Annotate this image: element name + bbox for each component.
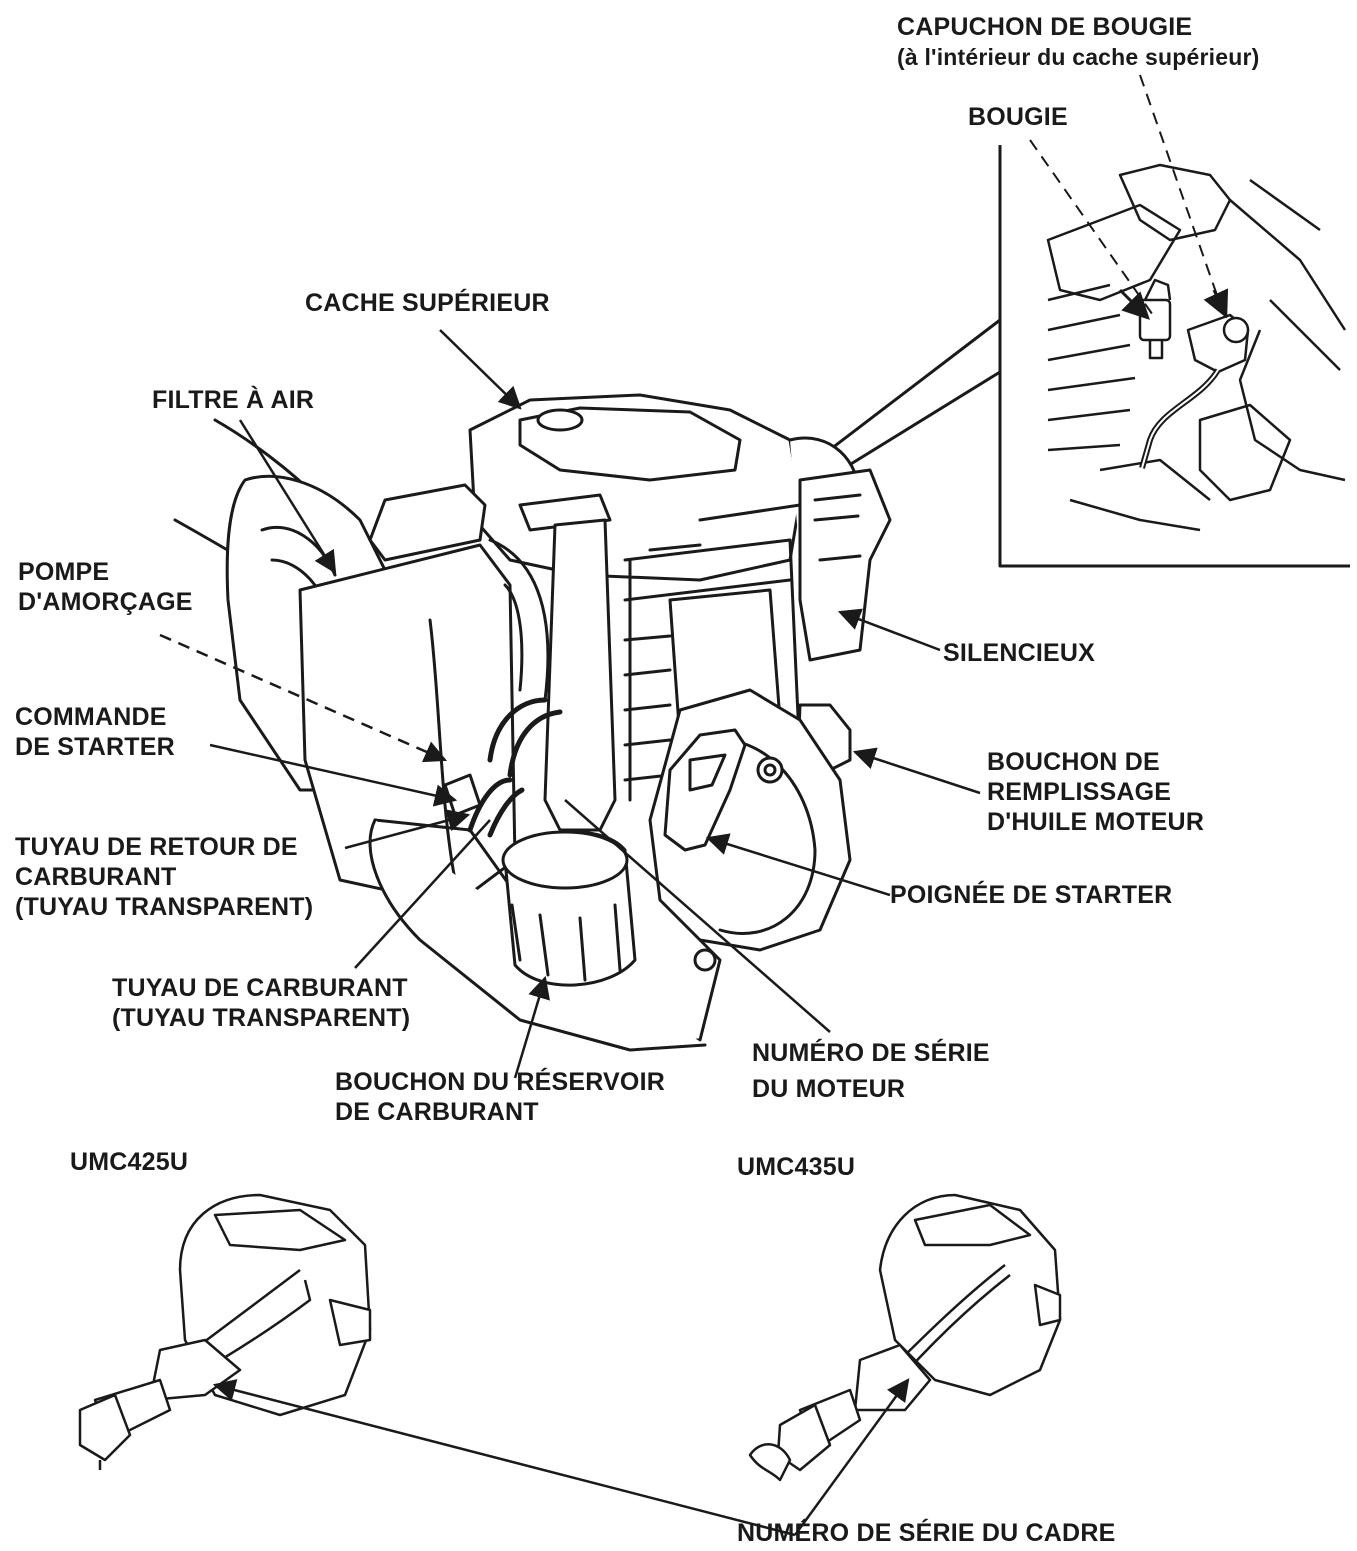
leader-lines — [159, 329, 981, 1079]
label-spark-plug: BOUGIE — [968, 103, 1068, 131]
spark-plug-cap-arrow — [1203, 288, 1229, 319]
label-frame-serial: NUMÉRO DE SÉRIE DU CADRE — [737, 1519, 1116, 1547]
trimmer-umc425u — [78, 1193, 372, 1470]
label-model-umc435u: UMC435U — [737, 1153, 856, 1181]
label-model-umc425u: UMC425U — [70, 1148, 189, 1176]
label-fuel-tube: TUYAU DE CARBURANT (TUYAU TRANSPARENT) — [112, 974, 411, 1032]
label-fuel-return-tube: TUYAU DE RETOUR DE CARBURANT (TUYAU TRAN… — [15, 833, 314, 921]
spark-plug-arrow — [1118, 288, 1150, 320]
label-oil-filler-cap: BOUCHON DE REMPLISSAGE D'HUILE MOTEUR — [987, 748, 1205, 836]
label-air-filter: FILTRE À AIR — [152, 386, 315, 414]
label-muffler: SILENCIEUX — [943, 639, 1096, 667]
label-choke-lever: COMMANDE DE STARTER — [15, 703, 175, 761]
inset-spark-plug-detail — [998, 74, 1350, 568]
label-top-cover: CACHE SUPÉRIEUR — [305, 289, 550, 317]
label-starter-grip: POIGNÉE DE STARTER — [890, 881, 1173, 909]
engine-illustration — [173, 393, 892, 1052]
label-fuel-tank-cap: BOUCHON DU RÉSERVOIR DE CARBURANT — [335, 1068, 665, 1126]
label-engine-serial: NUMÉRO DE SÉRIE DU MOTEUR — [752, 1039, 990, 1103]
frame-serial-leaders — [212, 1378, 910, 1537]
label-primer-pump: POMPE D'AMORÇAGE — [18, 558, 193, 616]
label-spark-plug-cap: CAPUCHON DE BOUGIE (à l'intérieur du cac… — [897, 13, 1260, 70]
trimmer-umc435u — [748, 1193, 1062, 1482]
